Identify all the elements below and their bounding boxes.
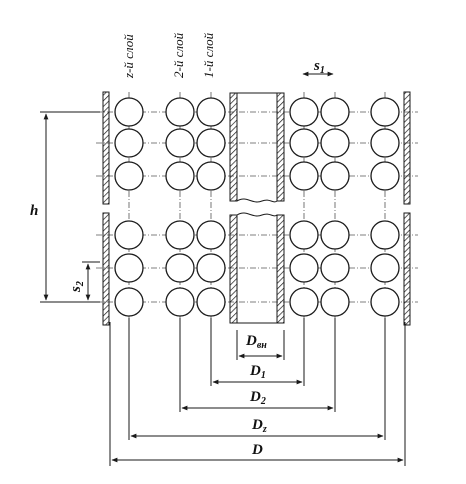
dz-label: Dz <box>251 417 267 435</box>
inner-pipe <box>229 92 285 324</box>
outer-wall-right-bottom <box>403 212 411 326</box>
tube-grid <box>114 97 400 317</box>
tube-z-left-row-3 <box>114 161 144 191</box>
tube-1-right-row-6 <box>289 287 319 317</box>
tube-z-right-row-1 <box>370 97 400 127</box>
tube-1-right-row-5 <box>289 253 319 283</box>
tube-z-right-row-6 <box>370 287 400 317</box>
walls <box>102 91 411 326</box>
pipe-wall-left-top <box>229 92 238 202</box>
s1-label: s1 <box>313 58 325 76</box>
s1-dimension: s1 <box>302 58 334 77</box>
layer-2-label: 2-й слой <box>171 32 186 78</box>
h-label: h <box>30 203 38 219</box>
d-label: D <box>251 442 263 458</box>
outer-wall-right-top <box>403 91 411 205</box>
tube-z-right-row-3 <box>370 161 400 191</box>
outer-wall-left-top <box>102 91 110 205</box>
tube-2-left-row-3 <box>165 161 195 191</box>
dvn-label: Dвн <box>245 333 267 351</box>
tube-1-right-row-4 <box>289 220 319 250</box>
tube-2-right-row-4 <box>320 220 350 250</box>
tube-1-right-row-3 <box>289 161 319 191</box>
pipe-wall-right-bottom <box>276 214 285 324</box>
tube-z-left-row-6 <box>114 287 144 317</box>
tube-1-left-row-6 <box>196 287 226 317</box>
tube-1-right-row-2 <box>289 128 319 158</box>
h-dimension: h <box>30 111 100 303</box>
axis-lines <box>96 92 418 325</box>
tube-1-left-row-5 <box>196 253 226 283</box>
tube-1-left-row-3 <box>196 161 226 191</box>
tube-2-right-row-6 <box>320 287 350 317</box>
tube-2-right-row-2 <box>320 128 350 158</box>
s2-label: s2 <box>68 281 86 293</box>
diameter-dimensions: Dвн D1 D2 Dz D <box>109 318 406 466</box>
pipe-break-top <box>236 198 278 203</box>
outer-wall-left-bottom <box>102 212 110 326</box>
tube-z-right-row-5 <box>370 253 400 283</box>
d2-label: D2 <box>249 389 266 407</box>
d1-label: D1 <box>249 363 266 381</box>
layer-z-label: z-й слой <box>121 34 136 79</box>
s2-dimension: s2 <box>68 261 100 303</box>
tube-z-right-row-2 <box>370 128 400 158</box>
tube-2-left-row-4 <box>165 220 195 250</box>
tube-2-left-row-2 <box>165 128 195 158</box>
tube-2-left-row-6 <box>165 287 195 317</box>
tube-1-left-row-2 <box>196 128 226 158</box>
layer-labels: z-й слой 2-й слой 1-й слой <box>121 32 216 79</box>
tube-1-left-row-4 <box>196 220 226 250</box>
tube-z-left-row-5 <box>114 253 144 283</box>
tube-2-left-row-1 <box>165 97 195 127</box>
tube-2-right-row-3 <box>320 161 350 191</box>
tube-2-left-row-5 <box>165 253 195 283</box>
tube-1-left-row-1 <box>196 97 226 127</box>
tube-2-right-row-5 <box>320 253 350 283</box>
pipe-break-bottom <box>236 212 278 217</box>
pipe-wall-right-top <box>276 92 285 202</box>
tube-z-left-row-4 <box>114 220 144 250</box>
pipe-wall-left-bottom <box>229 214 238 324</box>
tube-z-left-row-2 <box>114 128 144 158</box>
tube-1-right-row-1 <box>289 97 319 127</box>
layer-1-label: 1-й слой <box>201 32 216 78</box>
tube-z-left-row-1 <box>114 97 144 127</box>
tube-z-right-row-4 <box>370 220 400 250</box>
tube-2-right-row-1 <box>320 97 350 127</box>
